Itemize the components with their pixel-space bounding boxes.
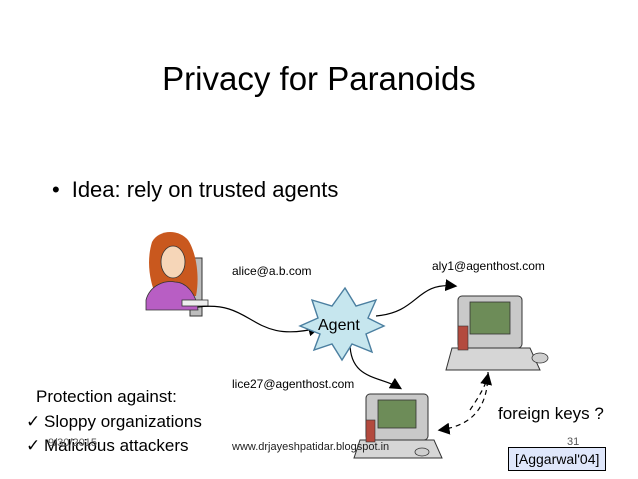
agent-email-top: aly1@agenthost.com (432, 259, 545, 273)
person-at-computer-icon (145, 231, 209, 317)
protection-item-label: Malicious attackers (44, 436, 189, 455)
computer-icon (445, 295, 549, 371)
bullet-text: Idea: rely on trusted agents (71, 177, 339, 202)
agent-star (298, 286, 386, 362)
foreign-keys-label: foreign keys ? (498, 404, 604, 423)
agent-label: Agent (318, 317, 360, 334)
slide-title: Privacy for Paranoids (162, 60, 476, 97)
protection-item: ✓Malicious attackers (26, 436, 189, 456)
agent-email-bottom: lice27@agenthost.com (232, 377, 355, 391)
footer-page-number: 31 (567, 436, 580, 448)
bullet-item: • Idea: rely on trusted agents (52, 177, 338, 203)
protection-heading: Protection against: (36, 387, 177, 406)
footer-url: www.drjayeshpatidar.blogspot.in (232, 441, 390, 453)
footer-date: 9/30/2015 (48, 437, 97, 449)
alice-email: alice@a.b.com (232, 264, 312, 278)
protection-item-label: Sloppy organizations (44, 412, 202, 431)
citation-box: [Aggarwal'04] (508, 447, 607, 471)
computer-icon (353, 393, 443, 459)
check-icon: ✓ (26, 412, 41, 431)
bullet-marker: • (52, 177, 60, 202)
protection-item: ✓Sloppy organizations (26, 412, 202, 432)
check-icon: ✓ (26, 436, 41, 455)
